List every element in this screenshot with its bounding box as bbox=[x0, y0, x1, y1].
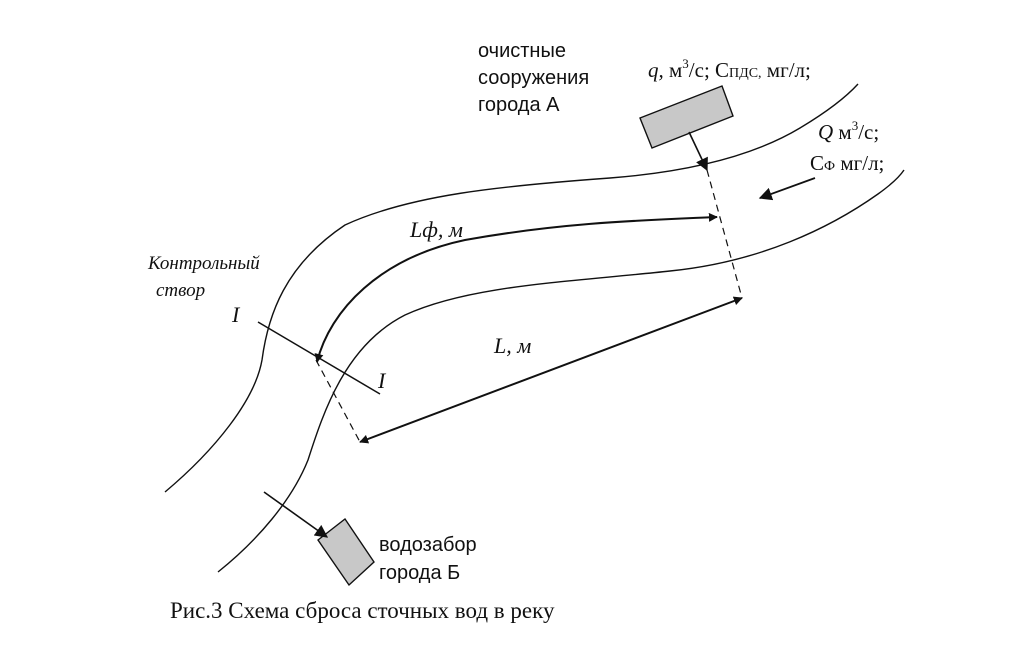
fairway-length-arrow bbox=[314, 212, 718, 363]
fairway-length-label: Lф, м bbox=[409, 217, 463, 242]
plant-label-line2: сооружения bbox=[478, 67, 589, 89]
river-concentration-label: СФ мг/л; bbox=[810, 151, 884, 175]
flow-direction-arrow bbox=[758, 177, 816, 201]
section-mark-right: I bbox=[377, 368, 387, 393]
intake-label-line2: города Б bbox=[379, 562, 460, 584]
control-section-line bbox=[257, 321, 381, 395]
section-mark-left: I bbox=[231, 302, 241, 327]
discharge-arrow bbox=[688, 131, 708, 172]
intake-arrow bbox=[263, 491, 329, 538]
river-bank-lower bbox=[217, 169, 905, 573]
plant-label-line1: очистные bbox=[478, 40, 566, 62]
discharge-params-label: q, м3/с; СПДС, мг/л; bbox=[648, 56, 811, 82]
control-section-label-line1: Контрольный bbox=[147, 253, 260, 274]
discharge-dashed-line bbox=[706, 169, 743, 299]
water-intake-box bbox=[317, 517, 375, 587]
river-flow-label: Q м3/с; bbox=[818, 118, 879, 144]
figure-caption: Рис.3 Схема сброса сточных вод в реку bbox=[170, 598, 555, 623]
straight-length-arrow bbox=[359, 296, 743, 444]
treatment-plant-box bbox=[639, 85, 734, 149]
river-bank-upper bbox=[164, 83, 859, 493]
intake-label-line1: водозабор bbox=[379, 534, 477, 556]
control-dashed-line bbox=[315, 359, 361, 443]
control-section-label-line2: створ bbox=[156, 280, 205, 301]
straight-length-label: L, м bbox=[493, 333, 531, 358]
plant-label-line3: города А bbox=[478, 94, 560, 116]
